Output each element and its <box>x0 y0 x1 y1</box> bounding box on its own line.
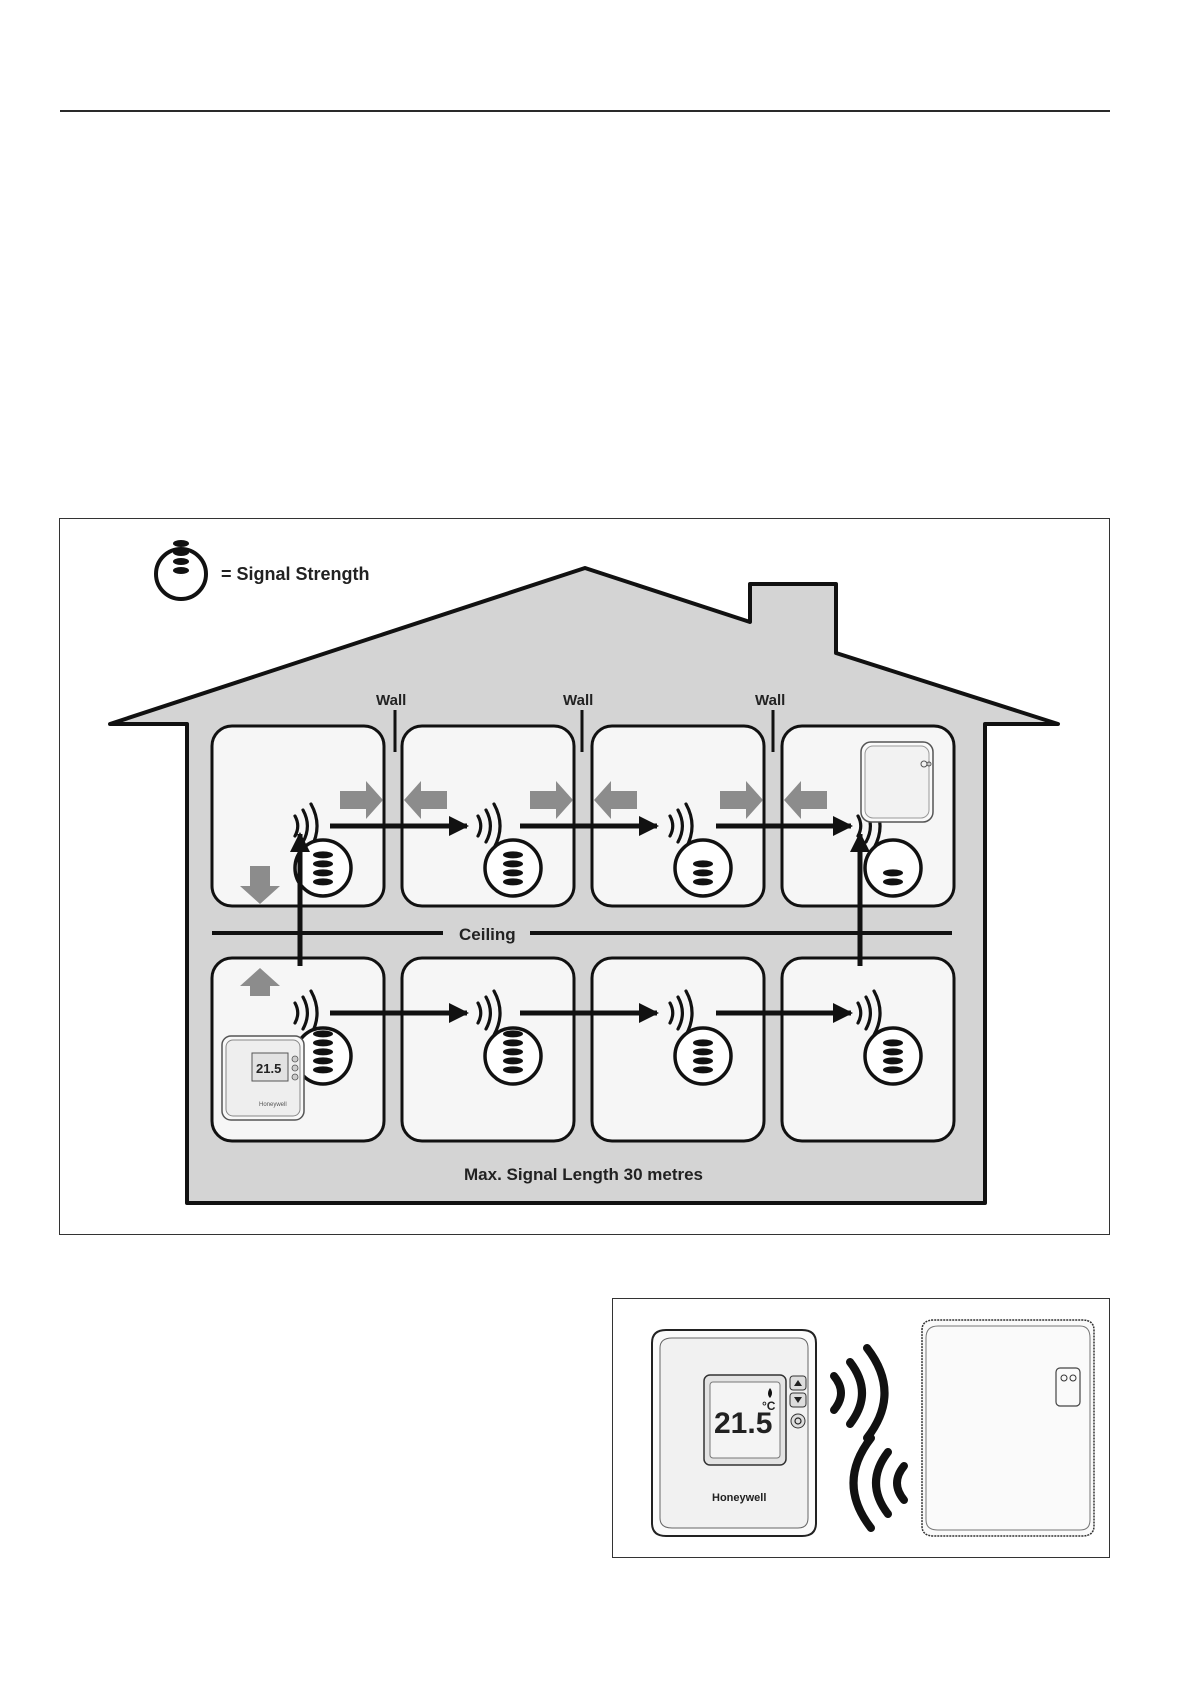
signal-strength-bar <box>693 869 713 876</box>
signal-strength-icon <box>675 840 731 896</box>
signal-strength-bar <box>883 1066 903 1073</box>
large-thermostat-unit: °C <box>762 1399 776 1413</box>
signal-strength-ring <box>675 1028 731 1084</box>
signal-strength-bar <box>883 1057 903 1064</box>
signal-strength-bar <box>693 878 713 885</box>
signal-strength-bar <box>313 878 333 885</box>
large-thermostat-power-button <box>791 1414 805 1428</box>
signal-strength-ring <box>675 840 731 896</box>
outgoing-waves-icon <box>834 1348 885 1438</box>
incoming-waves-icon <box>854 1438 905 1528</box>
signal-strength-bar <box>313 869 333 876</box>
signal-strength-bar <box>173 540 189 547</box>
signal-strength-bar <box>503 869 523 876</box>
signal-strength-icon <box>295 840 351 896</box>
thermostat-up-button-icon <box>292 1056 298 1062</box>
thermostat-down-button-icon <box>292 1065 298 1071</box>
signal-strength-ring <box>865 840 921 896</box>
ceiling-label: Ceiling <box>459 925 516 944</box>
signal-strength-bar <box>503 1066 523 1073</box>
signal-strength-icon <box>485 840 541 896</box>
thermostat-device: 21.5 Honeywell <box>222 1036 304 1120</box>
signal-strength-bar <box>503 1030 523 1037</box>
signal-strength-bar <box>173 567 189 574</box>
signal-strength-bar <box>503 1057 523 1064</box>
signal-strength-bar <box>503 1048 523 1055</box>
large-thermostat-brand: Honeywell <box>712 1492 766 1504</box>
signal-strength-bar <box>693 1048 713 1055</box>
signal-strength-bar <box>313 1048 333 1055</box>
signal-strength-bar <box>883 869 903 876</box>
thermostat-brand: Honeywell <box>259 1102 287 1108</box>
signal-strength-bar <box>693 1057 713 1064</box>
signal-strength-icon <box>485 1028 541 1084</box>
signal-strength-bar <box>173 549 189 556</box>
signal-strength-bar <box>313 1030 333 1037</box>
signal-strength-bar <box>883 1039 903 1046</box>
signal-strength-bar <box>313 851 333 858</box>
legend: = Signal Strength <box>156 540 370 599</box>
signal-strength-bar <box>313 860 333 867</box>
signal-strength-bar <box>693 860 713 867</box>
receiver-device <box>861 742 933 822</box>
signal-strength-bar <box>503 851 523 858</box>
signal-strength-icon <box>865 1028 921 1084</box>
signal-strength-bar <box>173 558 189 565</box>
signal-strength-bar <box>503 1039 523 1046</box>
signal-strength-bar <box>313 1039 333 1046</box>
legend-label: = Signal Strength <box>221 564 370 584</box>
wall-label: Wall <box>376 692 406 709</box>
max-signal-label: Max. Signal Length 30 metres <box>464 1165 703 1184</box>
signal-strength-bar <box>503 860 523 867</box>
signal-strength-bar <box>313 1057 333 1064</box>
signal-strength-bar <box>693 1039 713 1046</box>
large-thermostat: 21.5 °C Honeywell <box>652 1330 816 1536</box>
wall-label: Wall <box>563 692 593 709</box>
thermostat-power-button-icon <box>292 1074 298 1080</box>
signal-strength-bar <box>693 1066 713 1073</box>
large-receiver <box>922 1320 1094 1536</box>
thermostat-display-value: 21.5 <box>256 1061 281 1076</box>
signal-strength-icon <box>675 1028 731 1084</box>
signal-strength-bar <box>313 1066 333 1073</box>
signal-strength-ring <box>295 840 351 896</box>
signal-strength-bar <box>883 878 903 885</box>
signal-strength-ring <box>865 1028 921 1084</box>
signal-strength-ring <box>485 840 541 896</box>
product-pairing-illustration: 21.5 °C Honeywell <box>612 1298 1110 1558</box>
signal-strength-bar <box>503 878 523 885</box>
signal-strength-bar <box>883 1048 903 1055</box>
wall-label: Wall <box>755 692 785 709</box>
signal-strength-icon <box>865 840 921 896</box>
